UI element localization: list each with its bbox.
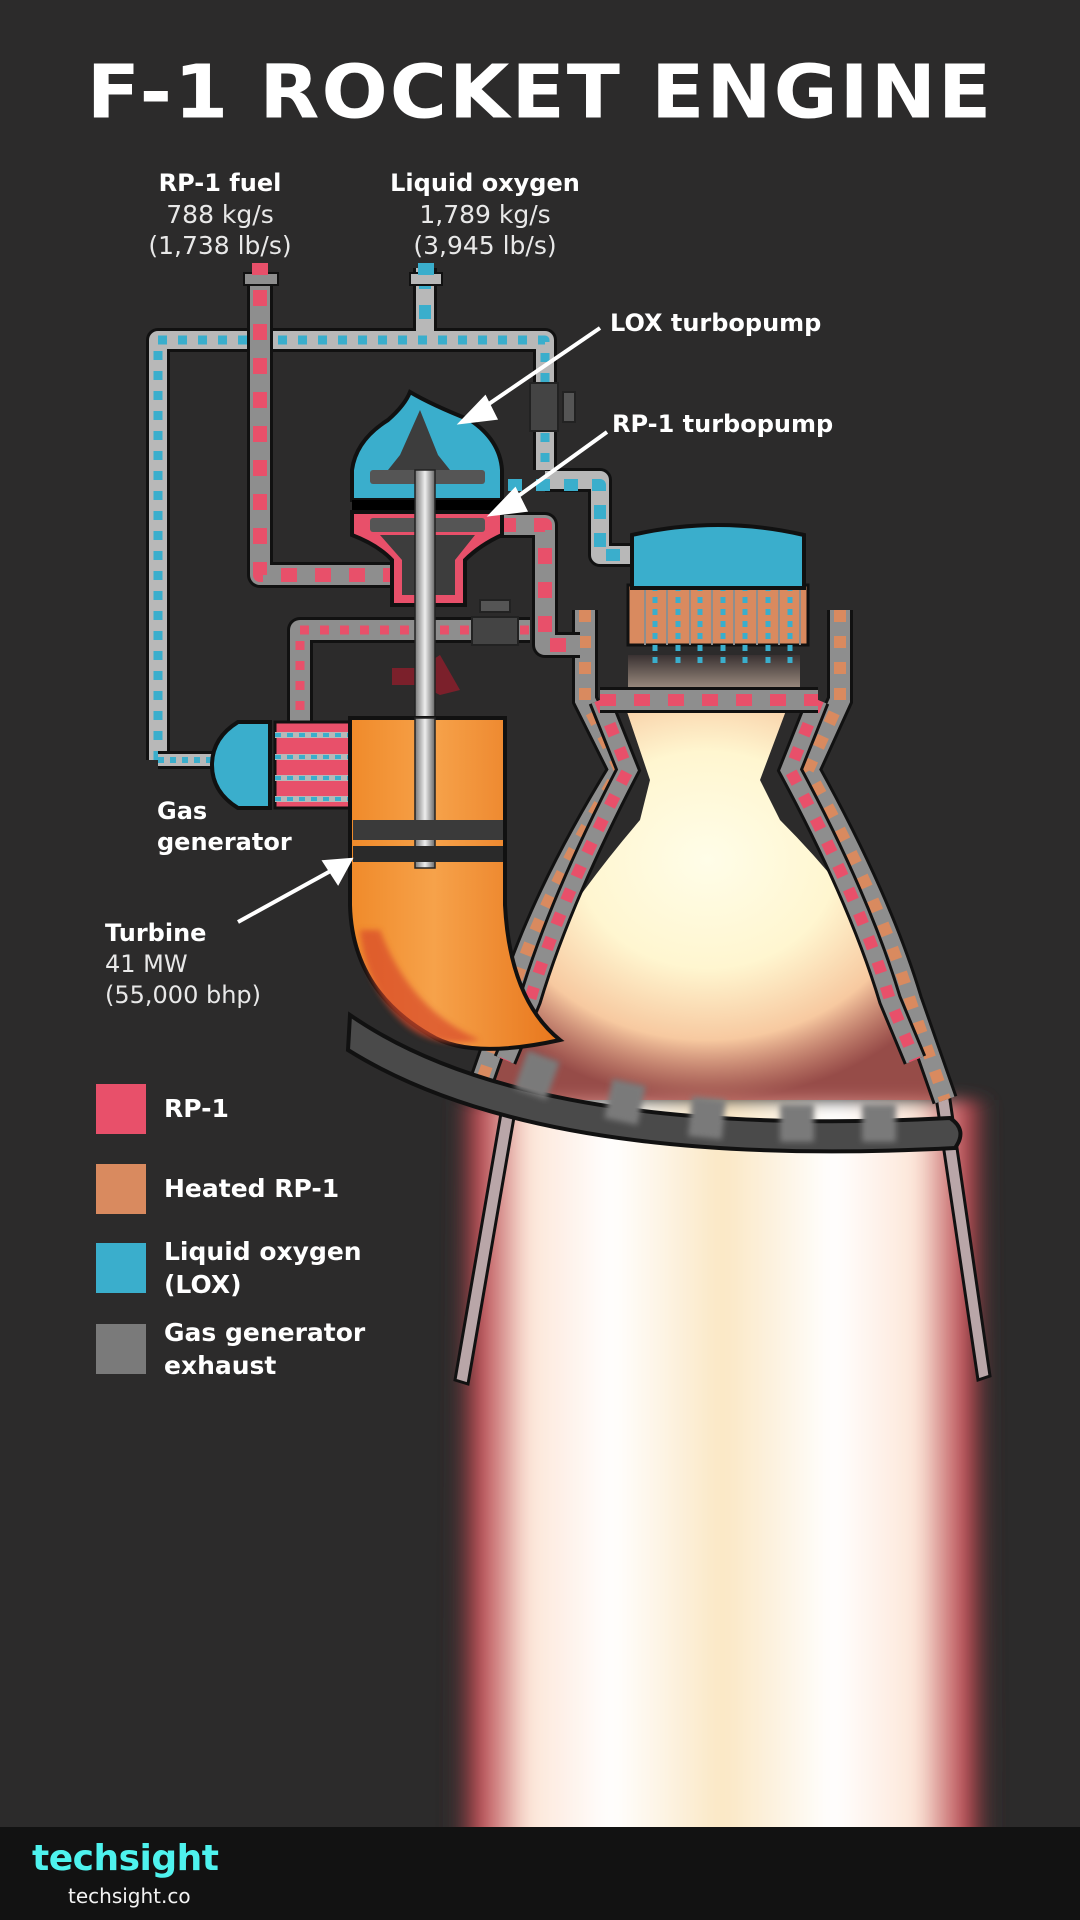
lox-inlet-cap xyxy=(418,263,434,275)
turbine-name: Turbine xyxy=(105,919,207,947)
gas-generator-label-line1: Gas xyxy=(157,797,208,825)
gas-generator-label: Gas generator xyxy=(157,796,292,858)
rp1-pipes xyxy=(247,280,580,730)
lox-valve xyxy=(529,382,576,432)
legend-swatch-rp1 xyxy=(96,1084,146,1134)
rp1-turbopump-label: RP-1 turbopump xyxy=(612,410,834,438)
turbine-label: Turbine 41 MW (55,000 bhp) xyxy=(105,918,261,1011)
lox-rate-imperial: (3,945 lb/s) xyxy=(413,231,557,260)
brand-logo[interactable]: techsight xyxy=(32,1838,219,1879)
turbine-power-si: 41 MW xyxy=(105,950,188,978)
legend-swatch-heated-rp1 xyxy=(96,1164,146,1214)
lox-turbopump-label: LOX turbopump xyxy=(610,309,822,337)
rp1-valve xyxy=(471,599,519,646)
legend-label-heated-rp1: Heated RP-1 xyxy=(164,1174,340,1203)
turbine-power-imperial: (55,000 bhp) xyxy=(105,981,262,1009)
rp1-fuel-flow: RP-1 fuel 788 kg/s (1,738 lb/s) xyxy=(110,168,330,261)
lox-flow: Liquid oxygen 1,789 kg/s (3,945 lb/s) xyxy=(360,168,610,261)
rp1-fuel-rate-si: 788 kg/s xyxy=(166,200,274,229)
brand-url[interactable]: techsight.co xyxy=(68,1884,191,1908)
legend-swatch-lox xyxy=(96,1243,146,1293)
nozzle-flame xyxy=(470,700,945,1100)
page-title: F-1 ROCKET ENGINE xyxy=(86,50,994,136)
turbine-rotor-1 xyxy=(353,820,503,840)
turbine-exhaust-duct xyxy=(345,716,963,1154)
injector-plate xyxy=(626,583,810,665)
lox-rate-si: 1,789 kg/s xyxy=(419,200,551,229)
exhaust-plume xyxy=(445,1100,1000,1920)
rp1-inlet-cap xyxy=(252,263,268,275)
gas-generator xyxy=(209,720,355,810)
legend-label-lox: Liquid oxygen (LOX) xyxy=(164,1237,362,1299)
turbine-rotor-2 xyxy=(353,846,503,862)
gas-generator-label-line2: generator xyxy=(157,828,292,856)
nozzle-cooling-inner xyxy=(493,687,927,1065)
rp1-fuel-label: RP-1 fuel xyxy=(158,169,282,197)
lox-dome xyxy=(630,523,806,590)
legend-label-exhaust: Gas generator exhaust xyxy=(164,1318,366,1380)
legend-swatch-exhaust xyxy=(96,1324,146,1374)
legend-label-rp1: RP-1 xyxy=(164,1094,229,1123)
footer xyxy=(0,1827,1080,1920)
lox-label: Liquid oxygen xyxy=(390,169,580,197)
callout-arrows xyxy=(237,326,609,924)
rp1-fuel-rate-imperial: (1,738 lb/s) xyxy=(148,231,292,260)
